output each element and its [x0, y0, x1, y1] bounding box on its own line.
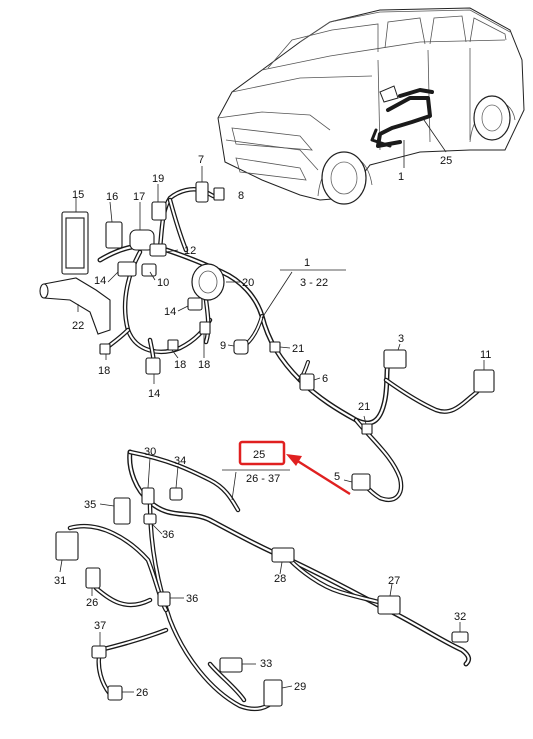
label-part-11: 11: [480, 349, 491, 361]
label-part-7: 7: [198, 154, 204, 166]
group-25-title: 25: [253, 449, 265, 461]
harness-1: [39, 181, 495, 502]
label-part-14-b: 14: [164, 306, 176, 318]
group-25-range: 26 - 37: [246, 473, 280, 485]
label-part-26-b: 26: [136, 687, 148, 699]
label-part-29: 29: [294, 681, 306, 693]
label-part-18-a: 18: [98, 365, 110, 377]
label-part-14-c: 14: [148, 388, 160, 400]
label-part-30: 30: [144, 446, 156, 458]
label-part-37: 37: [94, 620, 106, 632]
label-part-17: 17: [133, 191, 145, 203]
label-part-12: 12: [184, 245, 196, 257]
label-part-1: 1: [398, 171, 404, 183]
label-part-5: 5: [334, 471, 340, 483]
highlight-arrow-head: [286, 454, 302, 466]
highlight-arrow-line: [295, 458, 351, 496]
label-part-31: 31: [54, 575, 66, 587]
label-part-18-c: 18: [198, 359, 210, 371]
vehicle-illustration: [217, 7, 525, 205]
label-part-21-b: 21: [358, 401, 370, 413]
label-part-21-a: 21: [292, 343, 304, 355]
label-part-36-a: 36: [162, 529, 174, 541]
group-25-highlight-box: [238, 440, 286, 466]
label-part-36-b: 36: [186, 593, 198, 605]
group-1-bracket: 1 3 - 22: [261, 257, 346, 319]
label-part-14-a: 14: [94, 275, 106, 287]
leader-lines: [59, 119, 485, 693]
label-part-28: 28: [274, 573, 286, 585]
label-part-27: 27: [388, 575, 400, 587]
label-part-16: 16: [106, 191, 118, 203]
label-part-34: 34: [174, 455, 186, 467]
harness-25: [55, 449, 472, 712]
label-part-15: 15: [72, 189, 84, 201]
label-part-6: 6: [322, 373, 328, 385]
label-part-9: 9: [220, 340, 226, 352]
label-part-35: 35: [84, 499, 96, 511]
label-part-22: 22: [72, 320, 84, 332]
label-part-25: 25: [440, 155, 452, 167]
label-part-20: 20: [242, 277, 254, 289]
group-1-range: 3 - 22: [300, 277, 328, 289]
label-part-3: 3: [398, 333, 404, 345]
group-25-bracket: 25 26 - 37: [222, 440, 351, 501]
label-part-8: 8: [238, 190, 244, 202]
group-1-title: 1: [304, 257, 310, 269]
label-part-18-b: 18: [174, 359, 186, 371]
label-part-10: 10: [157, 277, 169, 289]
label-part-33: 33: [260, 658, 272, 670]
label-part-19: 19: [152, 173, 164, 185]
label-part-26-a: 26: [86, 597, 98, 609]
label-part-32: 32: [454, 611, 466, 623]
part-labels: 1 25 7 8 19 15 16 17 12 14 10 20 22 14 1…: [54, 154, 491, 699]
